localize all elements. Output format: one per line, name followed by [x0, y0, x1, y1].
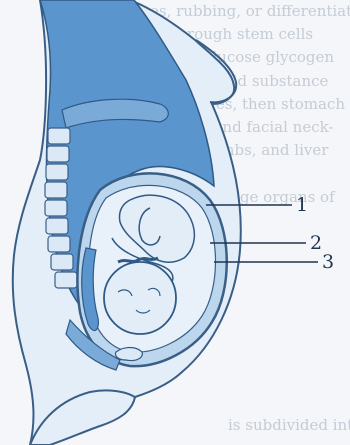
callout-label-2: 2 — [310, 232, 322, 254]
callout-label-3: 3 — [322, 251, 334, 273]
bladder — [115, 348, 142, 361]
callout-label-1: 1 — [296, 194, 308, 216]
fetus-head — [104, 262, 176, 334]
